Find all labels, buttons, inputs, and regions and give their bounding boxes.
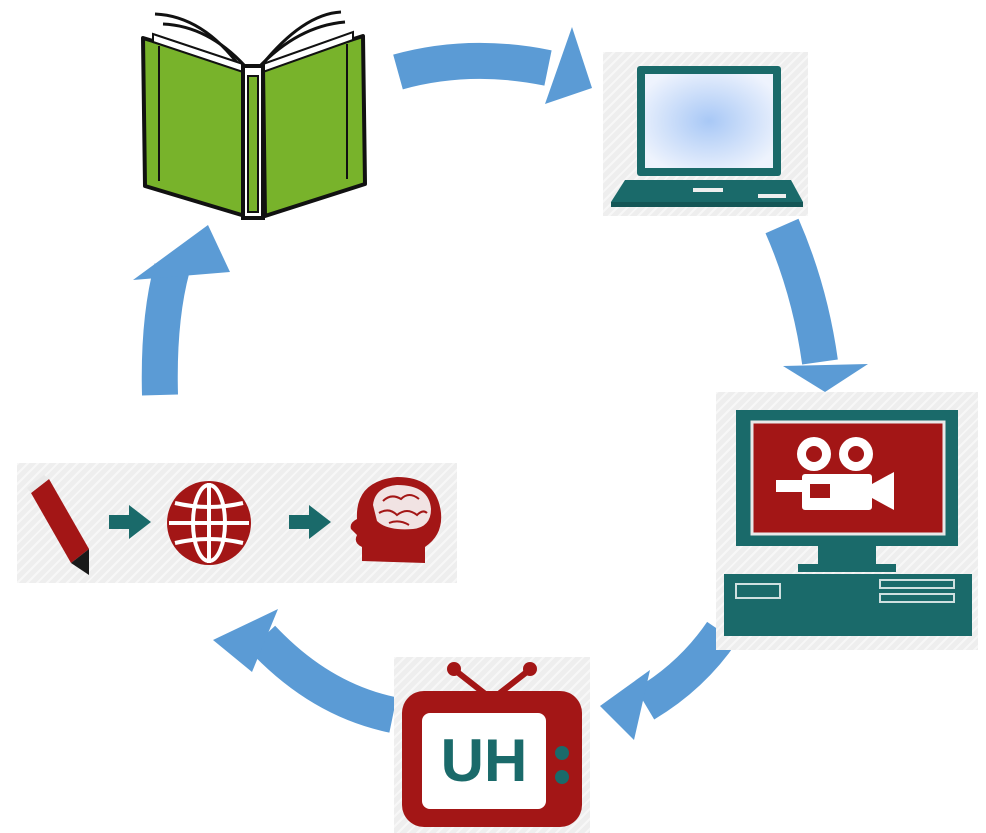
arrowhead-process: [213, 609, 278, 672]
arrow-tv-to-process: [248, 625, 397, 733]
desktop-video-camera-icon: [724, 410, 972, 636]
open-book-icon: [141, 10, 367, 220]
process-node: [17, 463, 457, 583]
desktop-node: [716, 392, 978, 650]
tv-screen-label: UH: [440, 727, 528, 794]
book-node: [133, 6, 373, 224]
arrowhead-desktop: [783, 364, 868, 392]
arrowhead-laptop: [545, 27, 592, 104]
arrow-desktop-to-tv: [635, 621, 737, 720]
arrow-book-to-laptop: [393, 42, 552, 90]
arrow-right-icon: [289, 505, 331, 539]
laptop-node: [603, 52, 808, 216]
pencil-icon: [27, 475, 89, 575]
arrow-process-to-book: [141, 263, 190, 396]
laptop-icon: [611, 66, 803, 207]
head-brain-icon: [350, 477, 442, 563]
arrow-laptop-to-desktop: [765, 218, 838, 365]
television-icon: [402, 662, 582, 827]
arrowhead-tv: [600, 670, 650, 740]
arrow-right-icon: [109, 505, 151, 539]
globe-icon: [167, 481, 251, 565]
tv-node: UH: [394, 657, 590, 833]
process-strip: [27, 475, 442, 575]
arrowhead-book: [133, 225, 230, 280]
